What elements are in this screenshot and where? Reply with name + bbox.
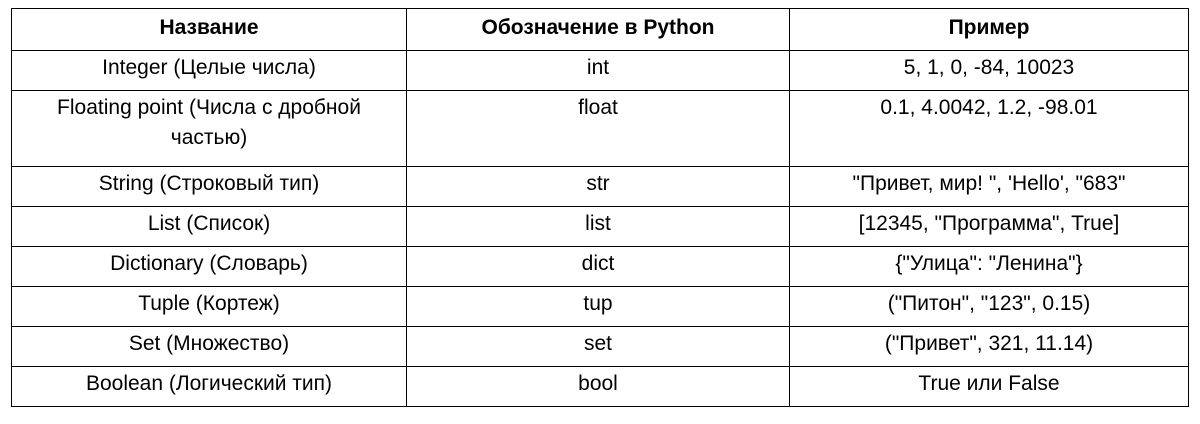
table-row: Boolean (Логический тип) bool True или F… xyxy=(11,366,1189,407)
table-row: Integer (Целые числа) int 5, 1, 0, -84, … xyxy=(11,50,1189,91)
cell-python-notation: bool xyxy=(406,366,790,407)
table-row: Floating point (Числа с дробной частью) … xyxy=(11,90,1189,167)
cell-example: {"Улица": "Ленина"} xyxy=(789,246,1189,287)
column-header-example: Пример xyxy=(789,8,1189,51)
table-row: String (Строковый тип) str "Привет, мир!… xyxy=(11,166,1189,207)
cell-example: 5, 1, 0, -84, 10023 xyxy=(789,50,1189,91)
cell-python-notation: set xyxy=(406,326,790,367)
cell-type-name: List (Список) xyxy=(11,206,407,247)
column-header-name: Название xyxy=(11,8,407,51)
cell-example: ("Привет", 321, 11.14) xyxy=(789,326,1189,367)
cell-python-notation: float xyxy=(406,90,790,167)
cell-python-notation: dict xyxy=(406,246,790,287)
cell-type-name: Floating point (Числа с дробной частью) xyxy=(11,90,407,167)
cell-type-name: Tuple (Кортеж) xyxy=(11,286,407,327)
cell-python-notation: tup xyxy=(406,286,790,327)
table-row: List (Список) list [12345, "Программа", … xyxy=(11,206,1189,247)
table-row: Set (Множество) set ("Привет", 321, 11.1… xyxy=(11,326,1189,367)
cell-example: "Привет, мир! ", 'Hello', "683" xyxy=(789,166,1189,207)
table-row: Dictionary (Словарь) dict {"Улица": "Лен… xyxy=(11,246,1189,287)
cell-python-notation: list xyxy=(406,206,790,247)
cell-type-name: Integer (Целые числа) xyxy=(11,50,407,91)
cell-example: True или False xyxy=(789,366,1189,407)
python-data-types-table: Название Обозначение в Python Пример Int… xyxy=(11,8,1189,407)
cell-example: ("Питон", "123", 0.15) xyxy=(789,286,1189,327)
cell-example: 0.1, 4.0042, 1.2, -98.01 xyxy=(789,90,1189,167)
cell-type-name: String (Строковый тип) xyxy=(11,166,407,207)
cell-type-name: Dictionary (Словарь) xyxy=(11,246,407,287)
table-row: Tuple (Кортеж) tup ("Питон", "123", 0.15… xyxy=(11,286,1189,327)
column-header-python-notation: Обозначение в Python xyxy=(406,8,790,51)
cell-example: [12345, "Программа", True] xyxy=(789,206,1189,247)
cell-type-name: Set (Множество) xyxy=(11,326,407,367)
table-header-row: Название Обозначение в Python Пример xyxy=(11,8,1189,51)
cell-type-name: Boolean (Логический тип) xyxy=(11,366,407,407)
cell-python-notation: int xyxy=(406,50,790,91)
cell-python-notation: str xyxy=(406,166,790,207)
